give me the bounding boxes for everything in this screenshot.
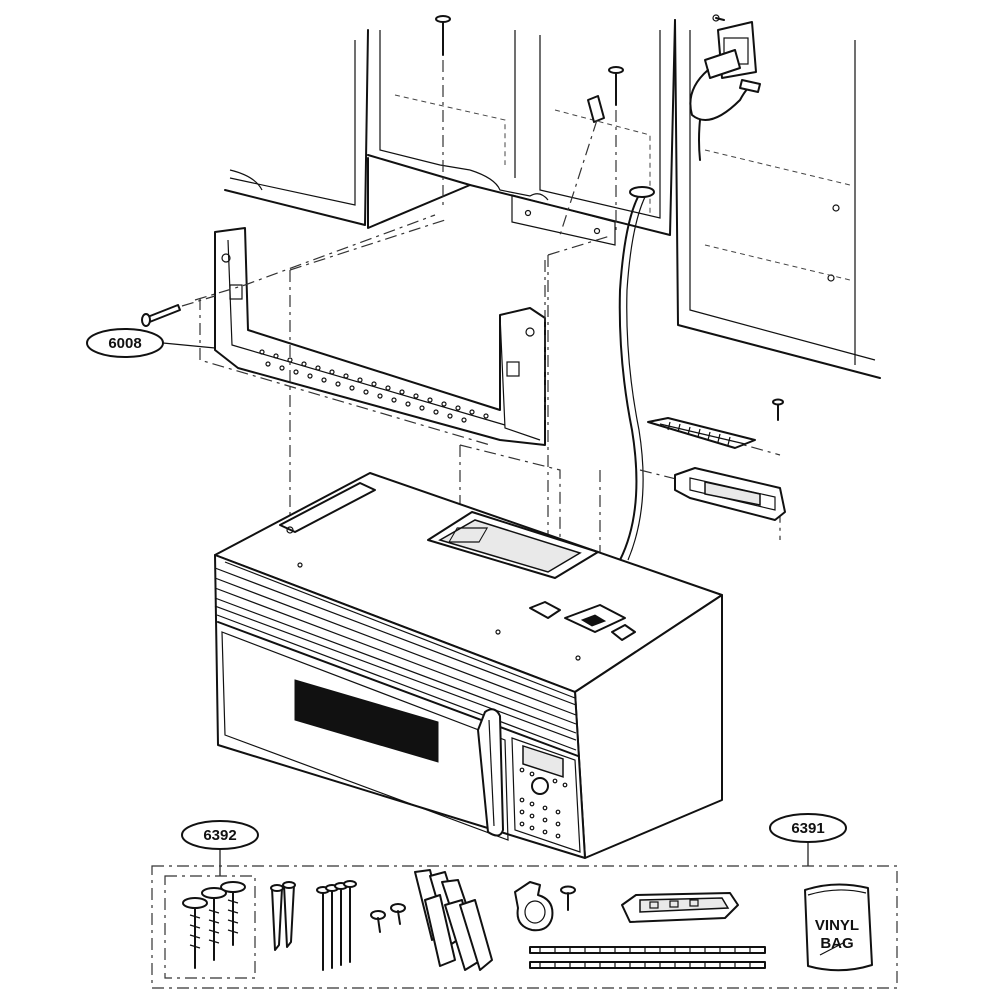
wall-mounting-bracket: [141, 214, 546, 446]
wood-screws: [270, 881, 296, 951]
callout-6392: 6392: [181, 820, 259, 876]
top-mounting-screws: [435, 15, 624, 236]
callout-6008-label: 6008: [108, 335, 141, 352]
vinyl-bag: VINYL BAG: [804, 883, 873, 972]
door-window: [294, 679, 439, 763]
vinyl-bag-label-line1: VINYL: [815, 917, 859, 934]
callout-6008: 6008: [86, 328, 216, 358]
filler-strips: [529, 946, 766, 969]
callout-6392-label: 6392: [203, 827, 236, 844]
long-bolts: [316, 880, 357, 971]
toggle-wings: [414, 869, 493, 971]
cord-clamp: [514, 881, 576, 932]
damper-part: [621, 892, 739, 923]
vinyl-bag-label-line2: BAG: [820, 935, 853, 952]
callout-6391-label: 6391: [791, 820, 824, 837]
small-screws: [370, 903, 406, 933]
callout-6391: 6391: [769, 813, 847, 866]
microwave-oven: [214, 472, 723, 859]
screw-set: [182, 881, 246, 969]
installation-kit: VINYL BAG: [151, 865, 898, 989]
power-cord-outlet: [594, 14, 761, 623]
upper-cabinets: [224, 19, 881, 379]
exhaust-adapter-parts: [647, 398, 786, 521]
